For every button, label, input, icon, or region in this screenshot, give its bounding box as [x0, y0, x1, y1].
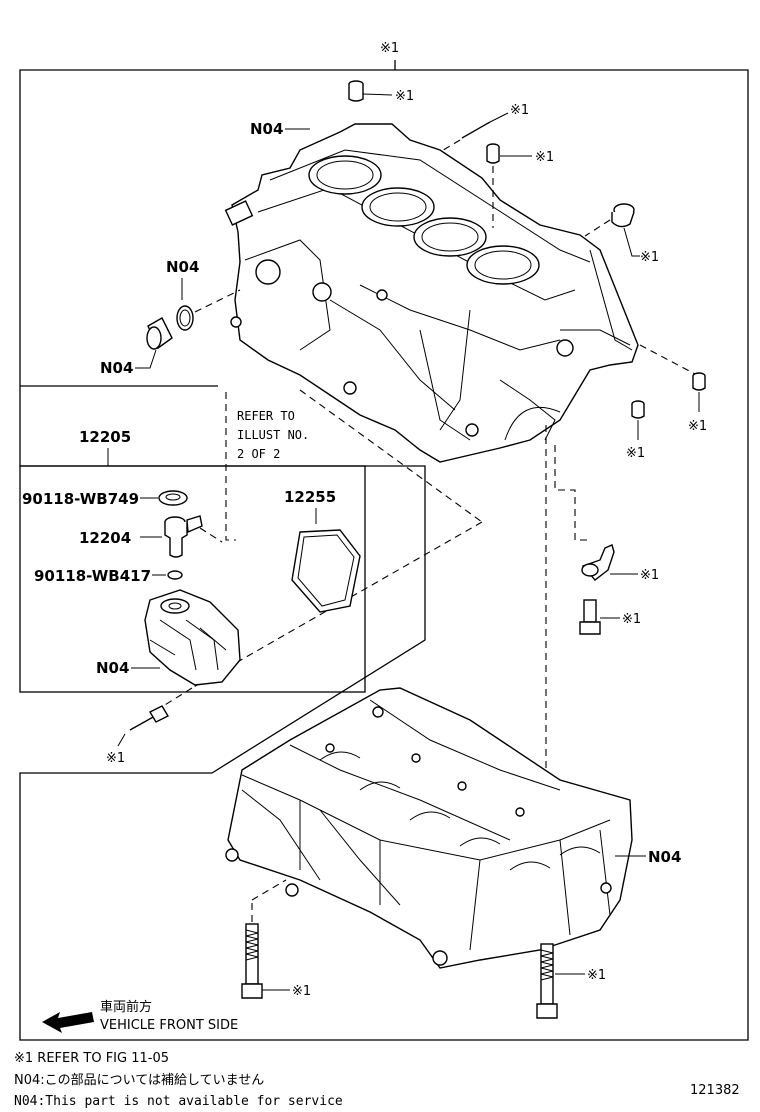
ref-mark-bolt-left: ※1	[292, 984, 311, 999]
main-bolt-left	[241, 923, 263, 999]
frame	[19, 60, 749, 1041]
ref-mark-pin-right-1: ※1	[688, 419, 707, 434]
ref-mark-pin-2: ※1	[535, 150, 554, 165]
footnote-n04-jp: N04:この部品については補給していません	[14, 1073, 264, 1088]
separator-bolt	[129, 705, 169, 731]
label-n04-lower: N04	[648, 848, 681, 866]
dowel-pin-2	[486, 143, 500, 164]
label-90118-wb417: 90118-WB417	[34, 567, 151, 585]
ref-mark-sep-bolt: ※1	[106, 751, 125, 766]
label-12205: 12205	[79, 428, 131, 446]
plug	[611, 203, 635, 228]
dowel-pin-right-2	[631, 400, 645, 419]
top-ref-mark: ※1	[380, 41, 399, 56]
label-n04-plug: N04	[100, 359, 133, 377]
label-n04-separator: N04	[96, 659, 129, 677]
ref-mark-bracket: ※1	[640, 568, 659, 583]
gasket-washer-bottom	[167, 570, 183, 580]
o-ring	[176, 305, 194, 331]
main-bolt-right	[536, 943, 558, 1019]
upper-cylinder-block	[224, 123, 639, 463]
label-n04-block: N04	[250, 120, 283, 138]
bracket-bolt	[579, 599, 601, 635]
label-12204: 12204	[79, 529, 131, 547]
illustration-id: 121382	[690, 1083, 740, 1098]
separator-gasket	[291, 529, 361, 613]
bracket	[581, 544, 615, 581]
label-n04-oring: N04	[166, 258, 199, 276]
lower-crankcase	[225, 687, 633, 969]
union-bolt	[164, 515, 203, 558]
ref-mark-plug: ※1	[640, 250, 659, 265]
gasket-washer-top	[158, 490, 188, 506]
ref-mark-pin-right-2: ※1	[626, 446, 645, 461]
stud-bolt	[461, 112, 509, 139]
label-90118-wb749: 90118-WB749	[22, 490, 139, 508]
ref-mark-bracket-bolt: ※1	[622, 612, 641, 627]
footnote-n04-en: N04:This part is not available for servi…	[14, 1094, 343, 1109]
label-12255: 12255	[284, 488, 336, 506]
refer-line-3: 2 OF 2	[237, 447, 280, 461]
footnote-ref: ※1 REFER TO FIG 11-05	[14, 1051, 169, 1066]
sub-assembly-box	[19, 465, 366, 693]
refer-line-1: REFER TO	[237, 409, 295, 423]
ref-mark-pin-top: ※1	[395, 89, 414, 104]
direction-en: VEHICLE FRONT SIDE	[100, 1018, 238, 1033]
refer-note: REFER TO ILLUST NO. 2 OF 2	[225, 392, 309, 541]
dowel-pin-top	[348, 80, 364, 102]
ref-mark-bolt-right: ※1	[587, 968, 606, 983]
direction-jp: 車両前方	[100, 999, 152, 1015]
ref-mark-stud: ※1	[510, 103, 529, 118]
arrow-left-icon	[42, 1012, 94, 1033]
oil-separator	[144, 589, 241, 686]
refer-line-2: ILLUST NO.	[237, 428, 309, 442]
oil-plug	[146, 317, 173, 350]
dowel-pin-right-1	[692, 372, 706, 391]
vehicle-front-direction: 車両前方 VEHICLE FRONT SIDE	[42, 999, 238, 1033]
